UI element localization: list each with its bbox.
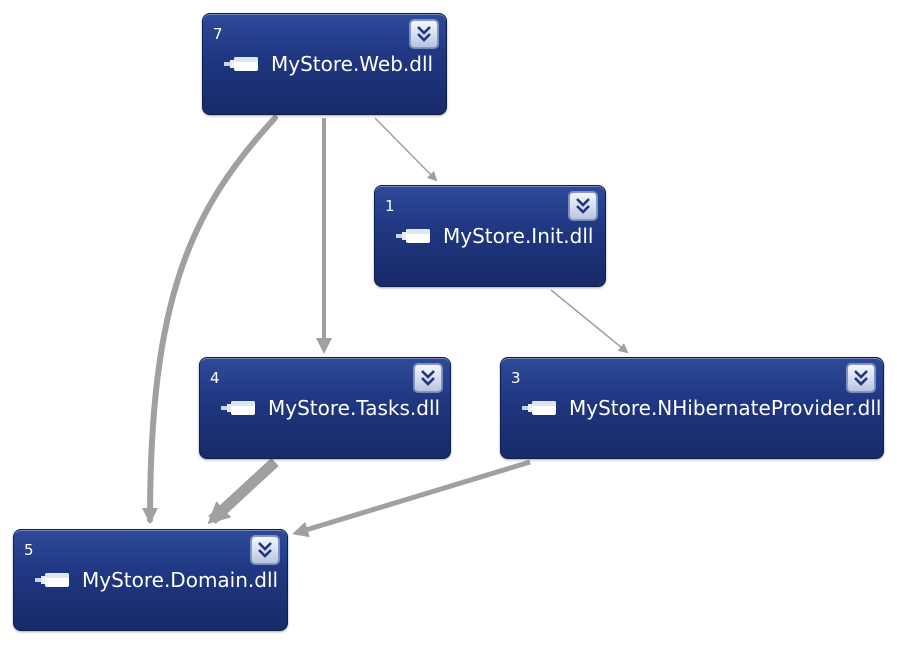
double-chevron-down-icon (417, 26, 431, 42)
node-count: 3 (511, 369, 521, 387)
node-mystore-domain[interactable]: 5 MyStore.Domain.dll (13, 529, 288, 631)
double-chevron-down-icon (258, 542, 272, 558)
node-count: 4 (210, 369, 220, 387)
assembly-icon (396, 229, 430, 243)
edge-nhibernate-to-domain (292, 459, 531, 538)
node-label: MyStore.Domain.dll (82, 568, 279, 592)
expand-button[interactable] (847, 364, 875, 392)
node-mystore-nhibernateprovider[interactable]: 3 MyStore.NHibernateProvider.dll (500, 357, 884, 459)
node-mystore-web[interactable]: 7 MyStore.Web.dll (202, 13, 447, 115)
node-label: MyStore.Tasks.dll (268, 396, 441, 420)
double-chevron-down-icon (576, 198, 590, 214)
assembly-icon (224, 57, 258, 71)
edge-init-to-nhibernate (550, 289, 629, 354)
expand-button[interactable] (251, 536, 279, 564)
node-mystore-init[interactable]: 1 MyStore.Init.dll (374, 185, 606, 287)
expand-button[interactable] (569, 192, 597, 220)
assembly-icon (35, 573, 69, 587)
assembly-icon (221, 401, 255, 415)
double-chevron-down-icon (854, 370, 868, 386)
node-count: 5 (24, 541, 34, 559)
node-label: MyStore.Init.dll (443, 224, 594, 248)
node-count: 1 (385, 197, 395, 215)
edge-tasks-to-domain (207, 457, 279, 525)
node-label: MyStore.Web.dll (271, 52, 434, 76)
double-chevron-down-icon (421, 370, 435, 386)
node-mystore-tasks[interactable]: 4 MyStore.Tasks.dll (199, 357, 451, 459)
expand-button[interactable] (410, 20, 438, 48)
node-label: MyStore.NHibernateProvider.dll (569, 396, 882, 420)
node-count: 7 (213, 25, 223, 43)
edge-web-to-init (374, 117, 438, 182)
assembly-icon (522, 401, 556, 415)
edge-web-to-domain (142, 115, 278, 524)
expand-button[interactable] (414, 364, 442, 392)
